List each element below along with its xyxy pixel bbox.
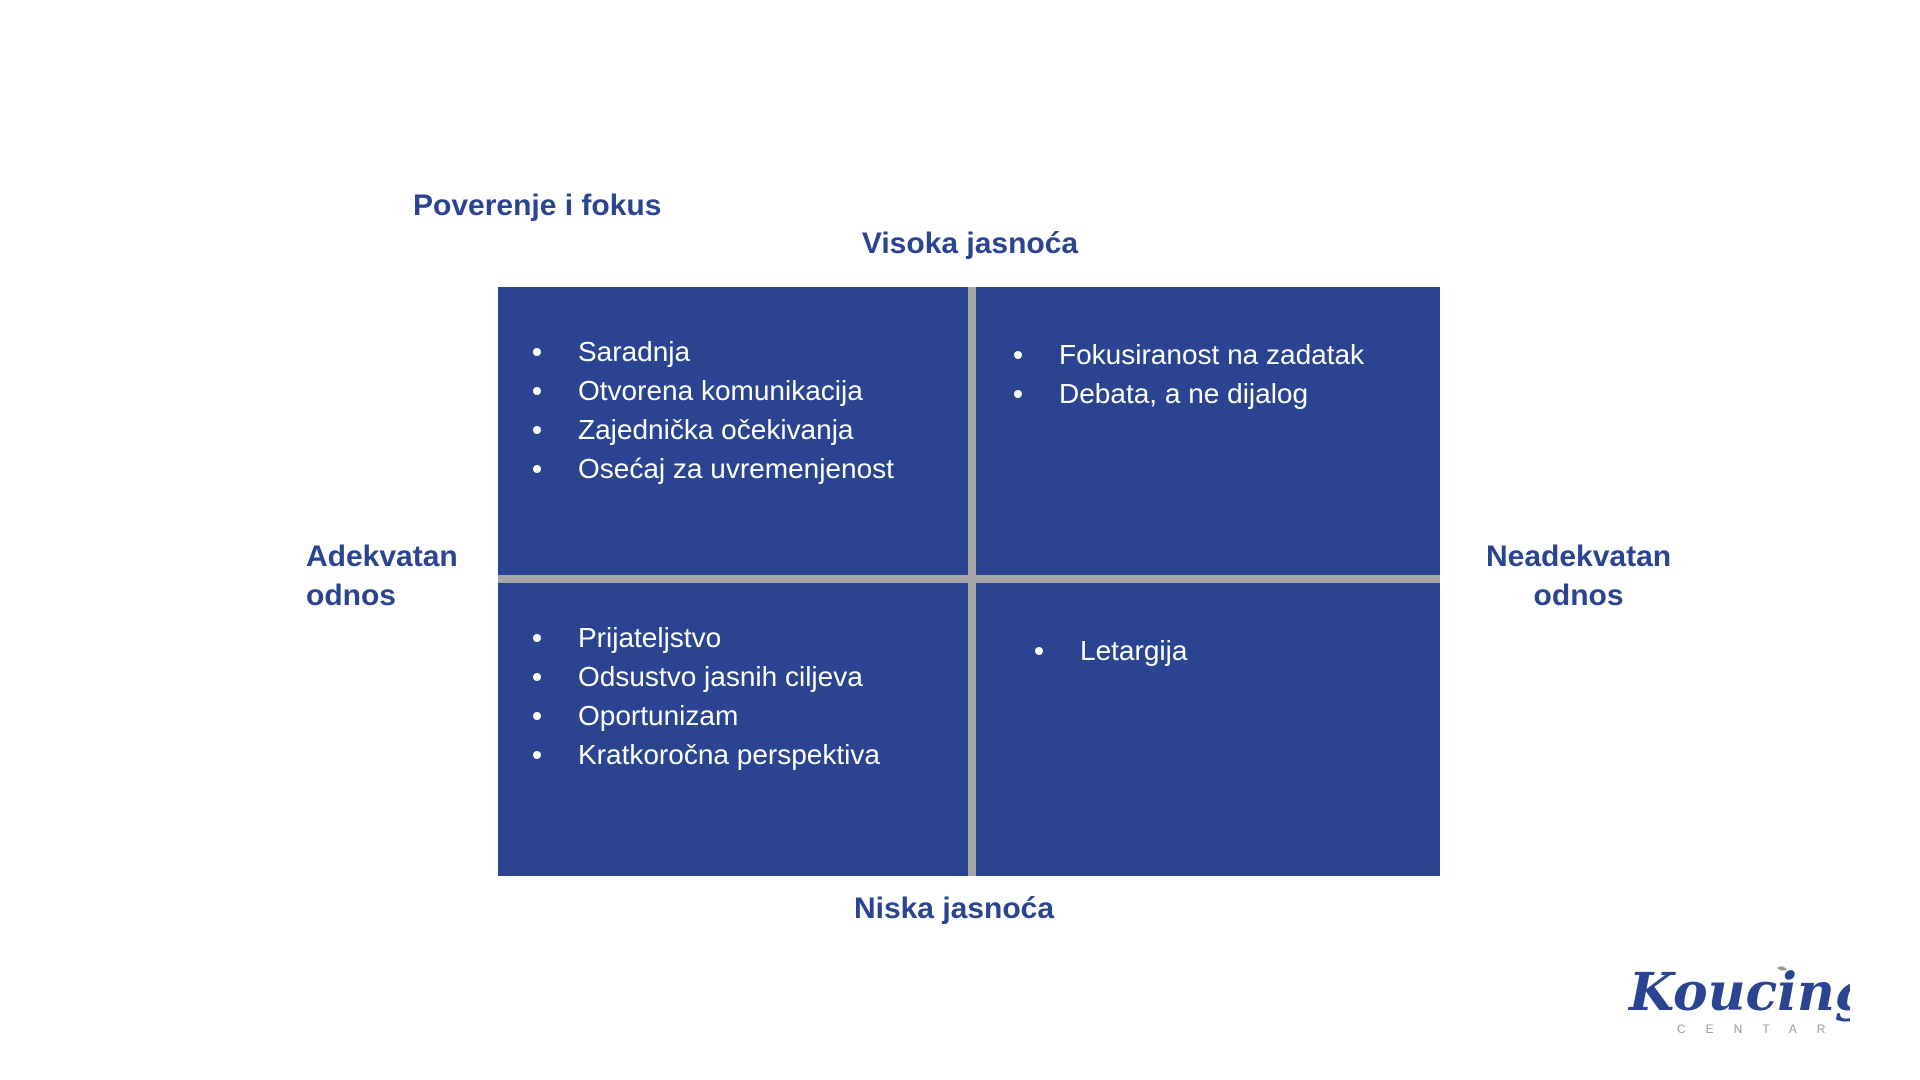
list-item: Osećaj za uvremenjenost: [498, 449, 894, 488]
list-item: Saradnja: [498, 332, 894, 371]
list-item: Prijateljstvo: [498, 618, 880, 657]
list-item: Odsustvo jasnih ciljeva: [498, 657, 880, 696]
bullet-list: Fokusiranost na zadatak Debata, a ne dij…: [979, 335, 1364, 413]
quadrant-bottom-left: Prijateljstvo Odsustvo jasnih ciljeva Op…: [498, 618, 880, 774]
list-item: Kratkoročna perspektiva: [498, 735, 880, 774]
horizontal-divider: [498, 575, 1440, 583]
quadrant-bottom-right: Letargija: [1000, 631, 1187, 670]
bullet-list: Prijateljstvo Odsustvo jasnih ciljeva Op…: [498, 618, 880, 774]
logo-wordmark: Koucing: [1627, 962, 1850, 1023]
diagram-title: Poverenje i fokus: [413, 189, 662, 222]
logo-subtitle: CENTAR: [1677, 1022, 1845, 1036]
leaf-icon: [1777, 966, 1787, 971]
axis-label-right-line-2: odnos: [1533, 579, 1624, 612]
list-item: Letargija: [1000, 631, 1187, 670]
list-item: Debata, a ne dijalog: [979, 374, 1364, 413]
quadrant-top-right: Fokusiranost na zadatak Debata, a ne dij…: [979, 335, 1364, 413]
bullet-list: Letargija: [1000, 631, 1187, 670]
koucing-centar-logo: Koucing CENTAR: [1627, 962, 1850, 1036]
axis-label-right-line-1: Neadekvatan: [1486, 540, 1672, 573]
list-item: Oportunizam: [498, 696, 880, 735]
list-item: Fokusiranost na zadatak: [979, 335, 1364, 374]
axis-label-bottom: Niska jasnoća: [853, 892, 1055, 925]
list-item: Otvorena komunikacija: [498, 371, 894, 410]
quadrant-top-left: Saradnja Otvorena komunikacija Zajedničk…: [498, 332, 894, 488]
axis-label-right: Neadekvatan odnos: [1486, 537, 1671, 615]
bullet-list: Saradnja Otvorena komunikacija Zajedničk…: [498, 332, 894, 488]
quadrant-matrix: Saradnja Otvorena komunikacija Zajedničk…: [498, 287, 1440, 876]
axis-label-left-line-1: Adekvatan: [306, 540, 458, 573]
axis-label-top: Visoka jasnoća: [861, 227, 1079, 260]
axis-label-left: Adekvatan odnos: [306, 537, 458, 615]
axis-label-left-line-2: odnos: [306, 579, 396, 612]
list-item: Zajednička očekivanja: [498, 410, 894, 449]
